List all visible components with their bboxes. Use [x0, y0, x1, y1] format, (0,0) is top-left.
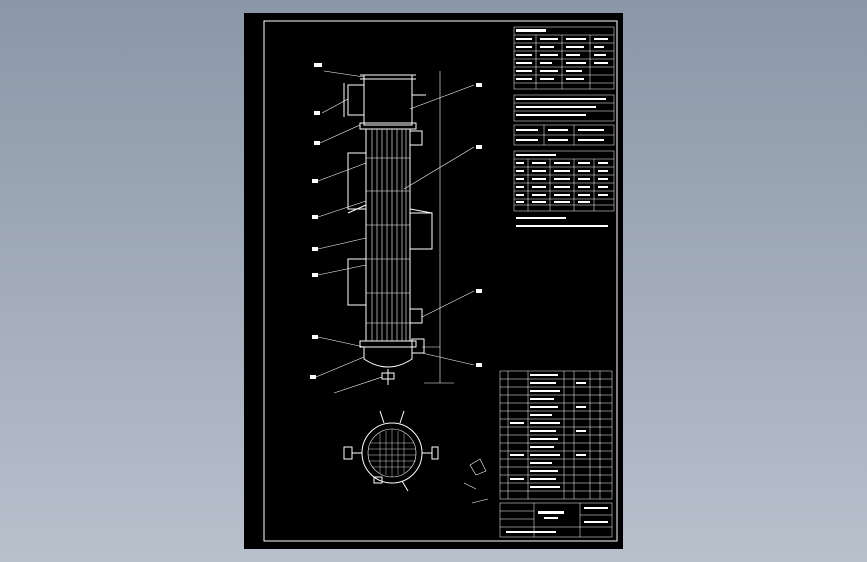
- drawing-canvas: [263, 20, 618, 542]
- title-block: [499, 502, 613, 538]
- title-block-marks: [506, 507, 608, 533]
- top-nozzle: [347, 84, 365, 116]
- parts-list: [499, 370, 613, 500]
- exchanger-plan-view: [343, 410, 439, 492]
- drawing-frame: [263, 20, 618, 542]
- bottom-tubesheet: [359, 340, 417, 348]
- spec-table-text-marks: [516, 29, 608, 227]
- shell-nozzle-lower: [409, 308, 423, 324]
- bottom-nozzle: [411, 338, 425, 354]
- support-right: [409, 212, 433, 250]
- detail-mark: [463, 458, 489, 504]
- tube-bundle: [366, 129, 410, 341]
- top-channel: [363, 74, 413, 126]
- shell: [365, 128, 411, 342]
- drawing-sheet: [244, 13, 623, 549]
- support-lower-left: [347, 258, 367, 306]
- parts-list-text-marks: [510, 374, 586, 488]
- shell-nozzle-upper: [409, 130, 423, 146]
- exchanger-elevation: [310, 63, 482, 394]
- leader-lines: [315, 70, 475, 394]
- tech-spec-tables: [513, 26, 615, 212]
- spec-table-design-data: [513, 26, 615, 90]
- spec-table-requirements: [513, 94, 615, 122]
- top-tubesheet: [359, 122, 417, 130]
- support-upper-left: [347, 152, 367, 210]
- spec-table-nozzles: [513, 150, 615, 212]
- bottom-head: [363, 347, 413, 368]
